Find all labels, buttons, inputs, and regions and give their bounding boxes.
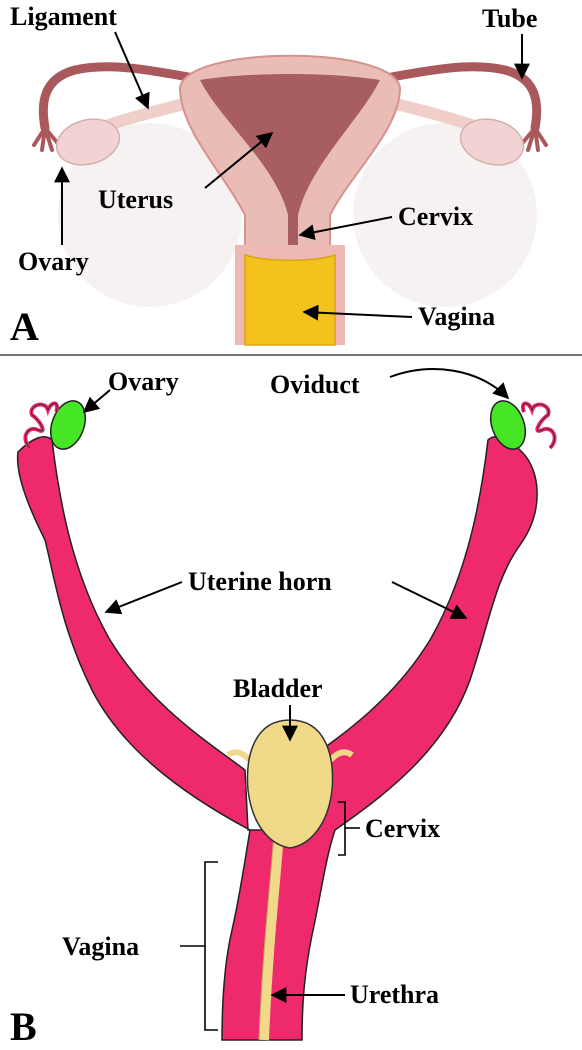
label-oviduct: Oviduct	[270, 370, 360, 399]
arrow-cervix-human	[298, 216, 393, 241]
label-vagina-mouse: Vagina	[62, 932, 139, 961]
label-bladder: Bladder	[233, 674, 323, 703]
panel-a: Ligament Tube Uterus Cervix Ovary Vagina…	[10, 2, 548, 349]
ovary-mouse-left	[49, 400, 87, 450]
tube-left	[38, 62, 210, 133]
tube-right	[370, 62, 542, 133]
arrow-uterus	[204, 131, 274, 189]
label-ovary-mouse: Ovary	[108, 367, 179, 396]
label-cervix-human: Cervix	[398, 202, 473, 231]
label-ligament: Ligament	[10, 2, 117, 31]
mouse-uterus	[16, 436, 538, 1041]
label-urethra: Urethra	[350, 980, 439, 1009]
label-tube: Tube	[482, 4, 537, 33]
ovary-mouse-right	[489, 400, 527, 450]
bracket-vagina	[204, 861, 218, 1031]
arrow-ovary-mouse	[82, 389, 111, 414]
bladder-mouse	[246, 719, 334, 849]
label-vagina-human: Vagina	[418, 302, 495, 331]
panel-b: Ovary Oviduct Uterine horn Bladder Cervi…	[10, 367, 557, 1049]
panel-letter-b: B	[10, 1004, 37, 1049]
arrow-uterine-horn-left	[104, 581, 183, 615]
uterine-cavity	[200, 74, 380, 265]
ovary-human-right	[459, 118, 525, 166]
label-uterus: Uterus	[98, 185, 173, 214]
ovary-human-left	[55, 118, 121, 166]
background-circle-left	[58, 123, 242, 307]
arrow-uterine-horn-right	[391, 581, 468, 619]
vagina-human	[244, 253, 336, 346]
background-circle-right	[353, 123, 537, 307]
arrow-ligament	[114, 31, 150, 110]
label-ovary-human: Ovary	[18, 247, 89, 276]
arrow-vagina-human	[302, 304, 413, 321]
label-uterine-horn: Uterine horn	[188, 567, 332, 596]
panel-letter-a: A	[10, 304, 39, 349]
arrow-oviduct	[389, 368, 510, 400]
label-cervix-mouse: Cervix	[365, 814, 440, 843]
